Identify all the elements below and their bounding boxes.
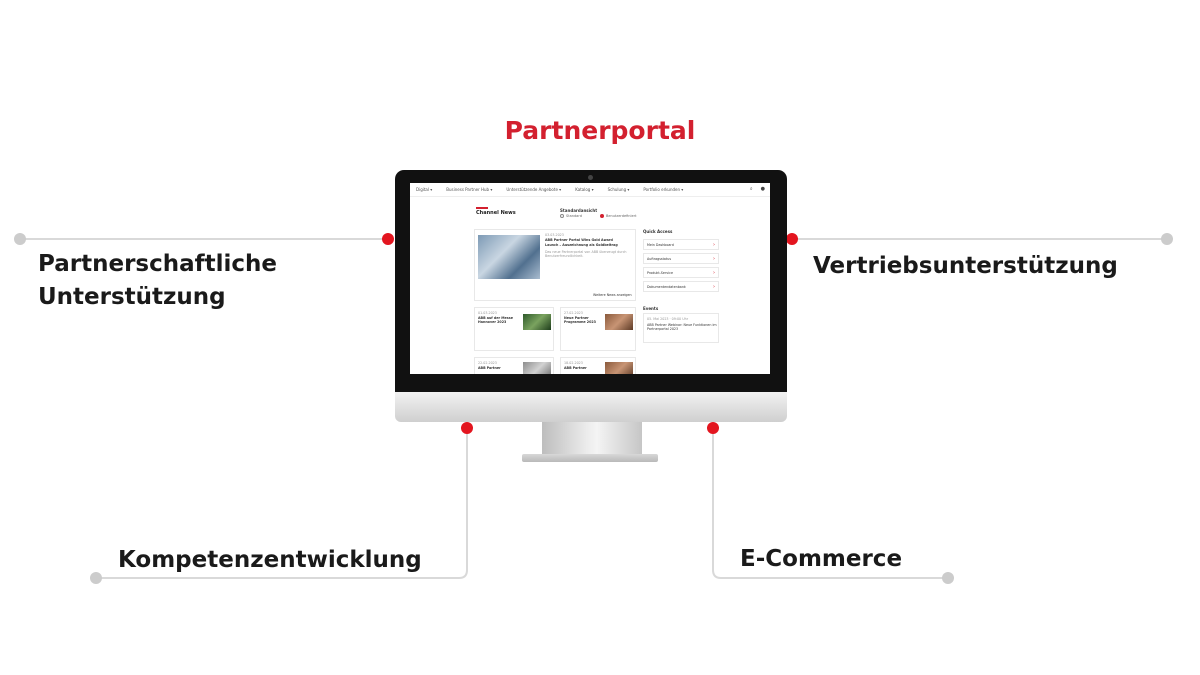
nav-item[interactable]: Katalog ▾	[575, 187, 594, 192]
monitor-chin	[395, 392, 787, 422]
channel-news-title: Channel News	[476, 210, 516, 216]
news-card-date: 22.02.2023	[478, 361, 497, 365]
dot-bottom-left-red	[461, 422, 473, 434]
chevron-right-icon: ›	[713, 283, 715, 290]
event-date: 05. Mai 2023 · 09:00 Uhr	[647, 317, 689, 321]
chevron-right-icon: ›	[713, 255, 715, 262]
connector-bottom-left	[96, 428, 468, 579]
chevron-right-icon: ›	[713, 241, 715, 248]
quick-link[interactable]: Dokumentendatenbank ›	[643, 281, 719, 292]
event-card[interactable]: 05. Mai 2023 · 09:00 Uhr ABB Partner Web…	[643, 313, 719, 343]
quick-link[interactable]: Mein Dashboard ›	[643, 239, 719, 250]
events-title: Events	[643, 306, 659, 311]
quick-link-label: Produkt-Service	[647, 270, 673, 275]
label-sales-support: Vertriebsunterstützung	[813, 253, 1118, 279]
monitor-camera	[588, 175, 593, 180]
news-card[interactable]: 27.02.2023 Neue Partner Programme 2023	[560, 307, 636, 351]
view-toggle-title: Standardansicht	[560, 208, 598, 213]
radio-custom[interactable]: Benutzerdefiniert	[600, 214, 636, 218]
nav-icons: ⌕ ●	[750, 186, 765, 192]
news-card-date: 27.02.2023	[564, 311, 583, 315]
quick-link-label: Mein Dashboard	[647, 242, 674, 247]
news-card-image	[605, 362, 633, 374]
label-left-line2: Unterstützung	[38, 284, 226, 310]
news-card-head: ABB auf der Messe	[478, 316, 513, 320]
dot-left-red	[382, 233, 394, 245]
news-card-head: ABB Partner	[564, 366, 587, 370]
news-card-image	[605, 314, 633, 330]
radio-standard[interactable]: Standard	[560, 214, 582, 218]
user-icon[interactable]: ●	[760, 186, 765, 192]
radio-standard-label: Standard	[566, 214, 582, 218]
search-icon[interactable]: ⌕	[749, 186, 753, 192]
monitor-stand-foot	[522, 454, 658, 462]
monitor-stand-neck	[542, 422, 642, 456]
nav-item[interactable]: Schulung ▾	[607, 187, 630, 192]
featured-news-image	[478, 235, 540, 279]
radio-custom-label: Benutzerdefiniert	[606, 214, 637, 218]
news-card-image	[523, 362, 551, 374]
event-text: ABB Partner Webinar: Neue Funktionen im …	[647, 323, 717, 331]
featured-subheadline: Launch – Auszeichnung als Goldbeitrag	[545, 243, 618, 247]
portal-nav: Digital ▾ Business Partner Hub ▾ Unterst…	[410, 183, 770, 197]
dot-right-red	[786, 233, 798, 245]
news-accent-bar	[476, 207, 488, 209]
label-partner-support: Partnerschaftliche Unterstützung	[38, 248, 338, 314]
news-card-image	[523, 314, 551, 330]
news-card-sub: Hannover 2023	[478, 320, 507, 324]
news-card-date: 18.02.2023	[564, 361, 583, 365]
news-card[interactable]: 01.03.2023 ABB auf der Messe Hannover 20…	[474, 307, 554, 351]
dot-bottom-right-red	[707, 422, 719, 434]
featured-headline: ABB Partner Portal Wins Gold Award	[545, 238, 613, 242]
news-card-sub: Programme 2023	[564, 320, 596, 324]
dot-right-end	[1161, 233, 1173, 245]
nav-item[interactable]: Digital ▾	[416, 187, 433, 192]
connector-bottom-right	[712, 428, 948, 579]
news-card-head: Neue Partner	[564, 316, 589, 320]
dot-bottom-left-end	[90, 572, 102, 584]
label-competence: Kompetenzentwicklung	[118, 547, 422, 573]
news-card[interactable]: 18.02.2023 ABB Partner	[560, 357, 636, 374]
featured-description: Das neue Partnerportal von ABB überzeugt…	[545, 250, 627, 258]
news-card-head: ABB Partner	[478, 366, 501, 370]
monitor-screen: Digital ▾ Business Partner Hub ▾ Unterst…	[410, 183, 770, 374]
news-card-date: 01.03.2023	[478, 311, 497, 315]
nav-item[interactable]: Business Partner Hub ▾	[446, 187, 493, 192]
label-left-line1: Partnerschaftliche	[38, 251, 278, 277]
featured-news-card[interactable]: 03.03.2023 ABB Partner Portal Wins Gold …	[474, 229, 636, 301]
quick-link[interactable]: Produkt-Service ›	[643, 267, 719, 278]
dot-left-end	[14, 233, 26, 245]
nav-item[interactable]: Unterstützende Angebote ▾	[506, 187, 562, 192]
radio-on-icon	[600, 214, 604, 218]
featured-date: 03.03.2023	[545, 233, 564, 237]
diagram-title: Partnerportal	[504, 116, 696, 145]
more-news-link[interactable]: Weitere News anzeigen	[593, 293, 632, 297]
dot-bottom-right-end	[942, 572, 954, 584]
quick-link-label: Dokumentendatenbank	[647, 284, 686, 289]
quick-access-title: Quick Access	[643, 229, 673, 234]
news-card[interactable]: 22.02.2023 ABB Partner	[474, 357, 554, 374]
nav-item[interactable]: Portfolio erkunden ▾	[643, 187, 684, 192]
radio-off-icon	[560, 214, 564, 218]
chevron-right-icon: ›	[713, 269, 715, 276]
quick-link[interactable]: Auftragsstatus ›	[643, 253, 719, 264]
quick-link-label: Auftragsstatus	[647, 256, 672, 261]
label-ecommerce: E-Commerce	[740, 546, 903, 572]
